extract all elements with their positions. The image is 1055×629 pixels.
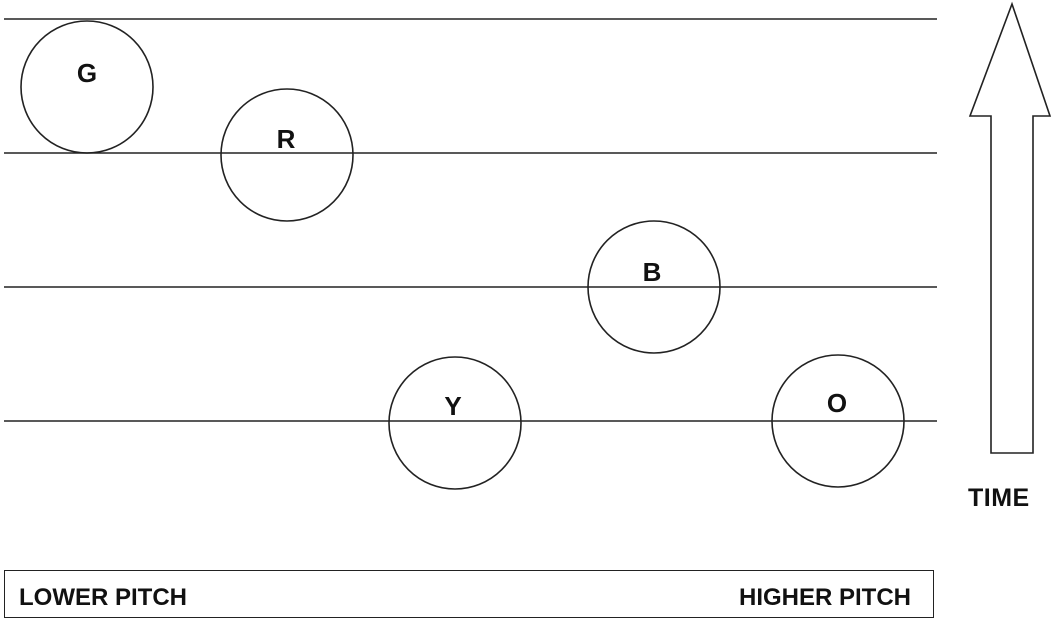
note-y: Y (388, 356, 522, 490)
note-r-letter: R (277, 124, 296, 154)
note-g-circle (20, 20, 154, 154)
higher-pitch-label: HIGHER PITCH (738, 584, 911, 611)
note-y-circle (388, 356, 522, 490)
time-arrow-icon (968, 1, 1052, 454)
note-o-circle (771, 354, 905, 488)
note-o-letter: O (827, 388, 847, 418)
note-y-letter: Y (444, 391, 461, 421)
time-axis-label: TIME (968, 484, 1030, 512)
note-r: R (220, 88, 354, 222)
note-b-circle (587, 220, 721, 354)
note-r-circle (220, 88, 354, 222)
note-b-letter: B (643, 257, 662, 287)
pitch-axis-bar: LOWER PITCH HIGHER PITCH (4, 570, 934, 618)
lower-pitch-label: LOWER PITCH (19, 584, 187, 611)
note-o: O (771, 354, 905, 488)
note-g-letter: G (77, 58, 97, 88)
note-g: G (20, 20, 154, 154)
note-b: B (587, 220, 721, 354)
